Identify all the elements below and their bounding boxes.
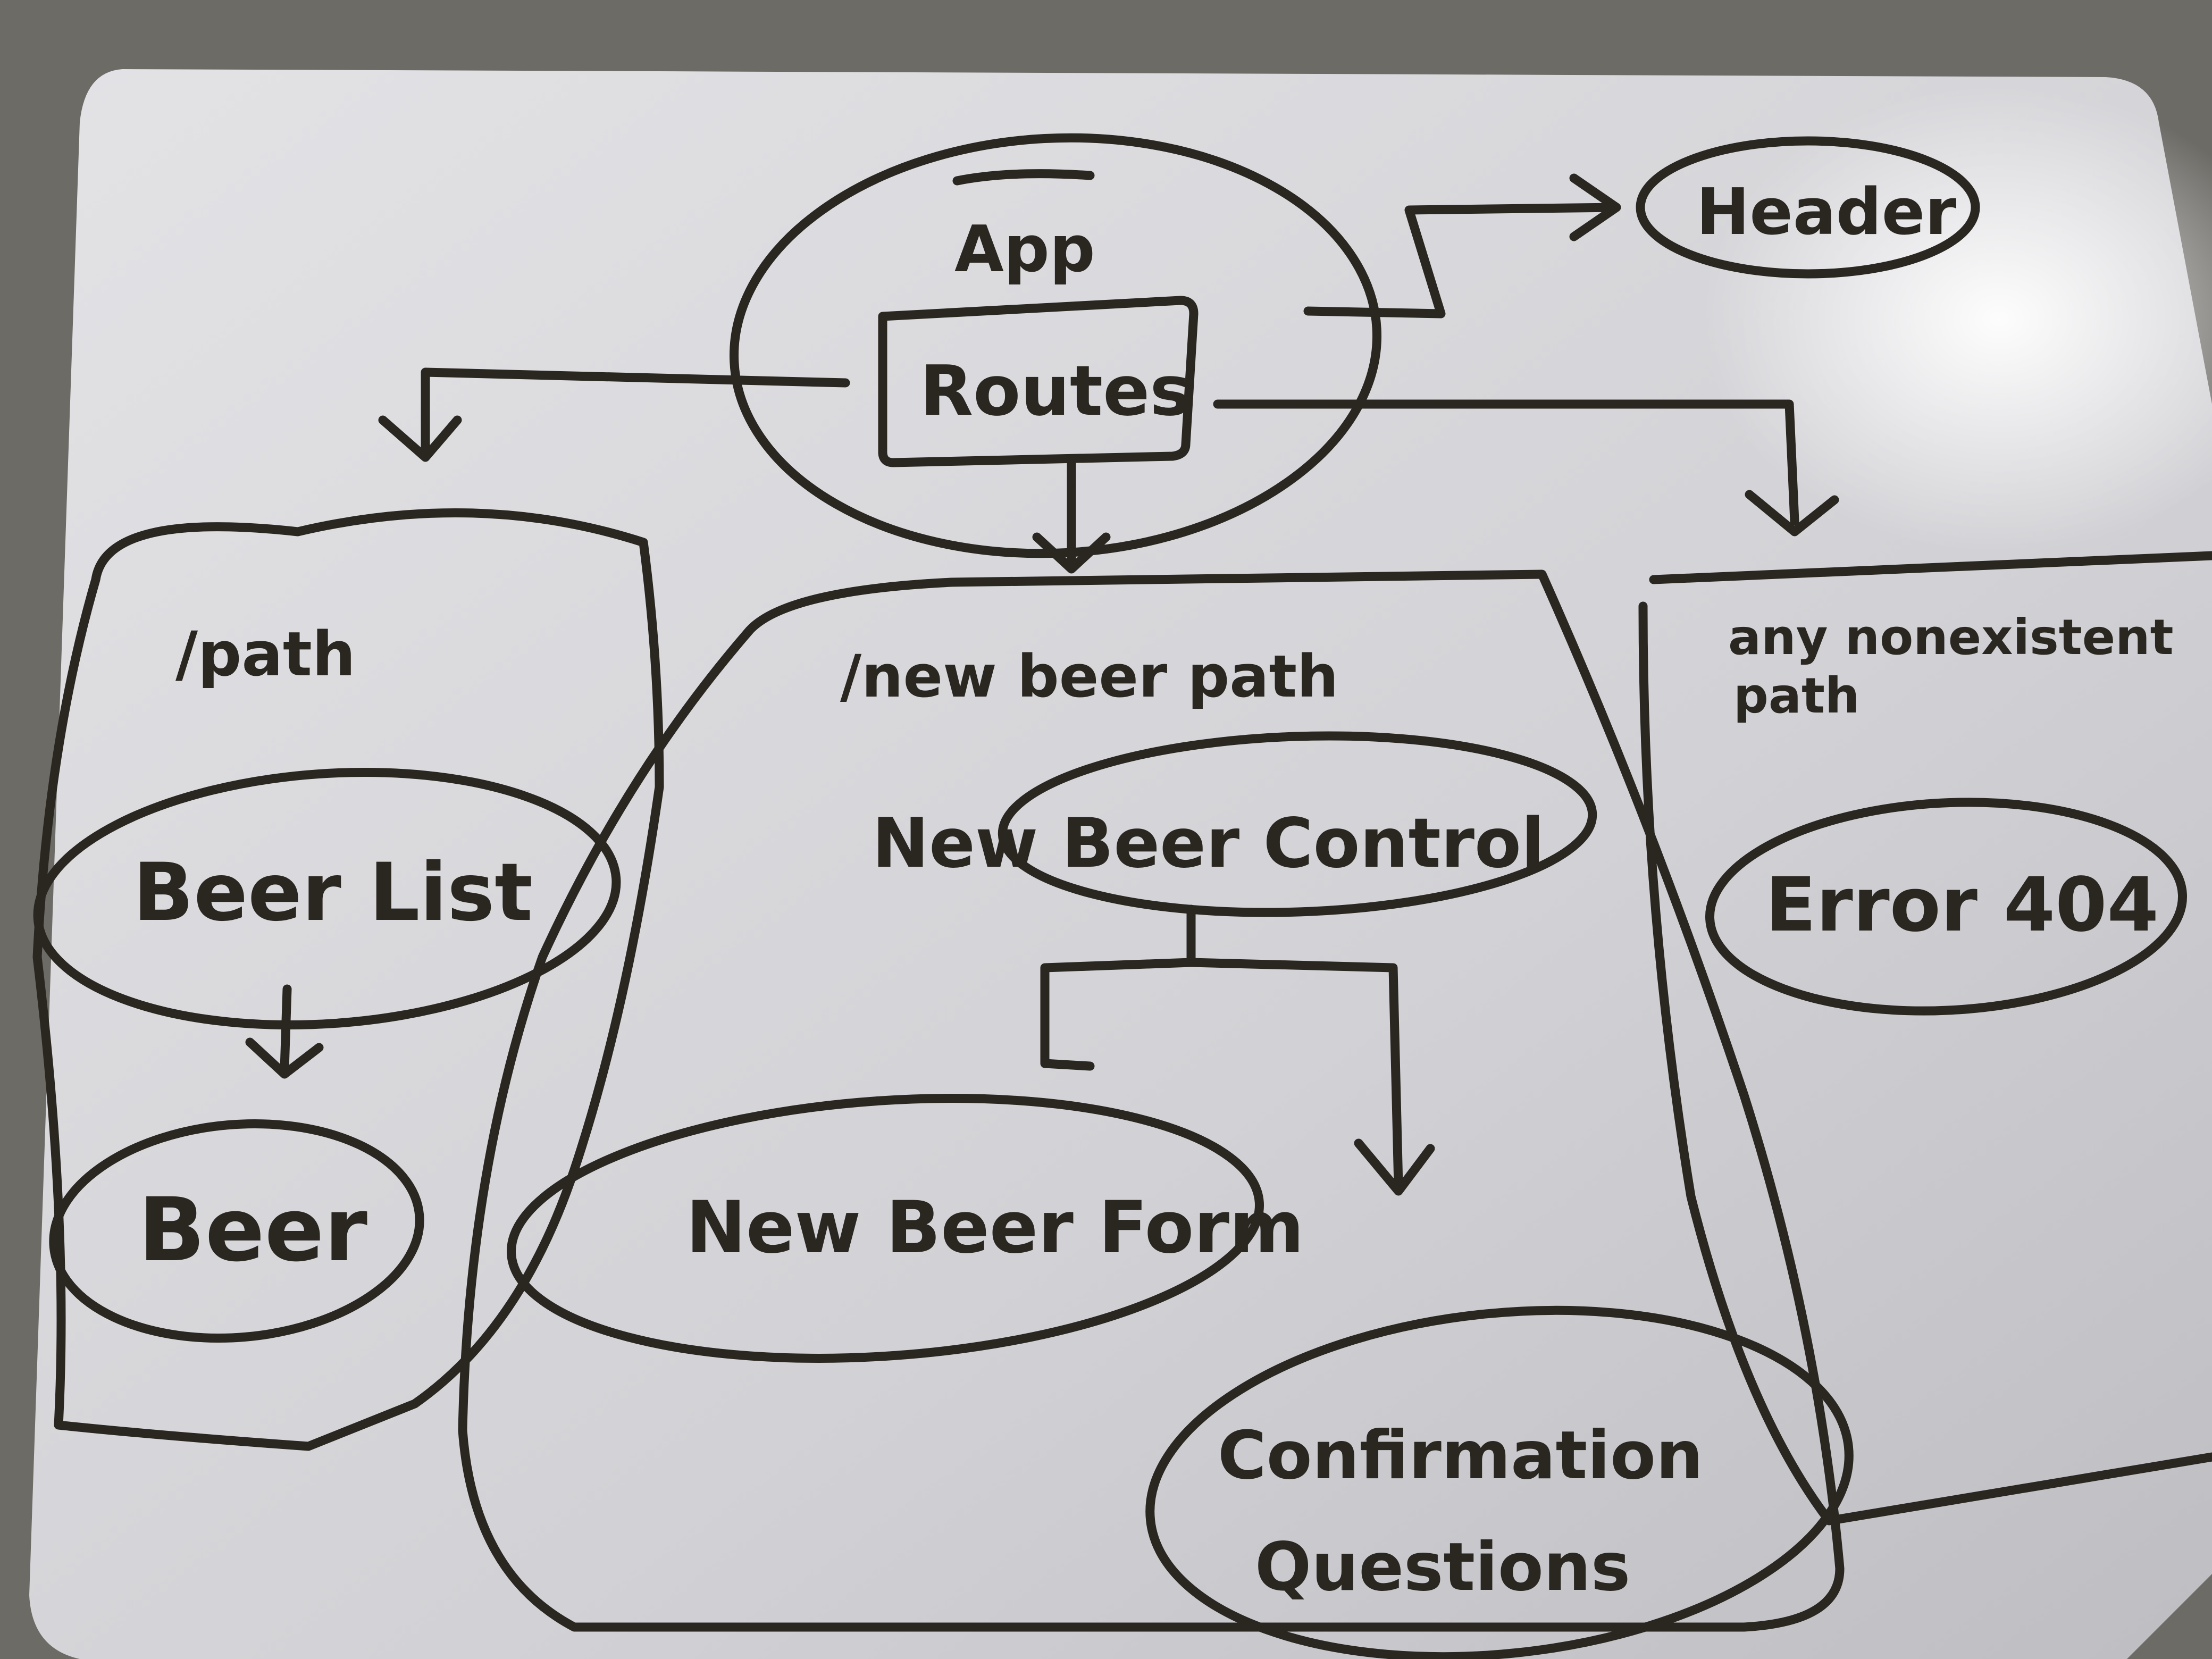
- new-beer-path-label: /new beer path: [840, 642, 1338, 710]
- error-404-ellipse: [1705, 798, 2188, 1016]
- header-label: Header: [1696, 175, 1956, 249]
- confirmation-label: Confirmation: [1218, 1417, 1703, 1494]
- path-box: [32, 508, 664, 1451]
- arrow-routes-to-nonexistent: [1213, 399, 1839, 537]
- root-path-label: /path: [175, 619, 356, 690]
- nonexistent-path-label-2: path: [1733, 667, 1859, 724]
- beer-list-ellipse: [33, 768, 621, 1029]
- whiteboard-surface: [29, 69, 2212, 1659]
- app-label: App: [954, 213, 1095, 287]
- beer-label: Beer: [138, 1179, 367, 1281]
- arrow-beer-list-to-beer: [245, 984, 324, 1079]
- routes-box: [878, 296, 1199, 467]
- new-beer-control-label: New Beer Control: [872, 804, 1545, 883]
- arrow-control-to-children: [1040, 904, 1435, 1196]
- arrow-routes-to-path: [378, 367, 850, 462]
- arrow-app-to-header: [1303, 173, 1621, 319]
- new-beer-control-ellipse: [998, 731, 1597, 917]
- header-ellipse: [1636, 136, 1980, 279]
- new-beer-form-ellipse: [507, 1094, 1264, 1363]
- new-beer-path-box: [458, 569, 1845, 1632]
- app-circle-tail: [952, 169, 1095, 186]
- beer-list-label: Beer List: [133, 847, 533, 939]
- nonexistent-path-box: [1638, 551, 2212, 1526]
- app-circle: [729, 133, 1382, 558]
- nonexistent-path-label: any nonexistent: [1728, 609, 2174, 666]
- beer-ellipse: [49, 1119, 424, 1343]
- routes-label: Routes: [920, 350, 1191, 431]
- questions-label: Questions: [1255, 1529, 1630, 1606]
- light-glare: [1702, 85, 2212, 553]
- confirmation-questions-ellipse: [1145, 1305, 1854, 1659]
- new-beer-form-label: New Beer Form: [686, 1186, 1304, 1269]
- arrow-routes-to-new-beer: [1032, 458, 1111, 574]
- error-404-label: Error 404: [1765, 862, 2159, 949]
